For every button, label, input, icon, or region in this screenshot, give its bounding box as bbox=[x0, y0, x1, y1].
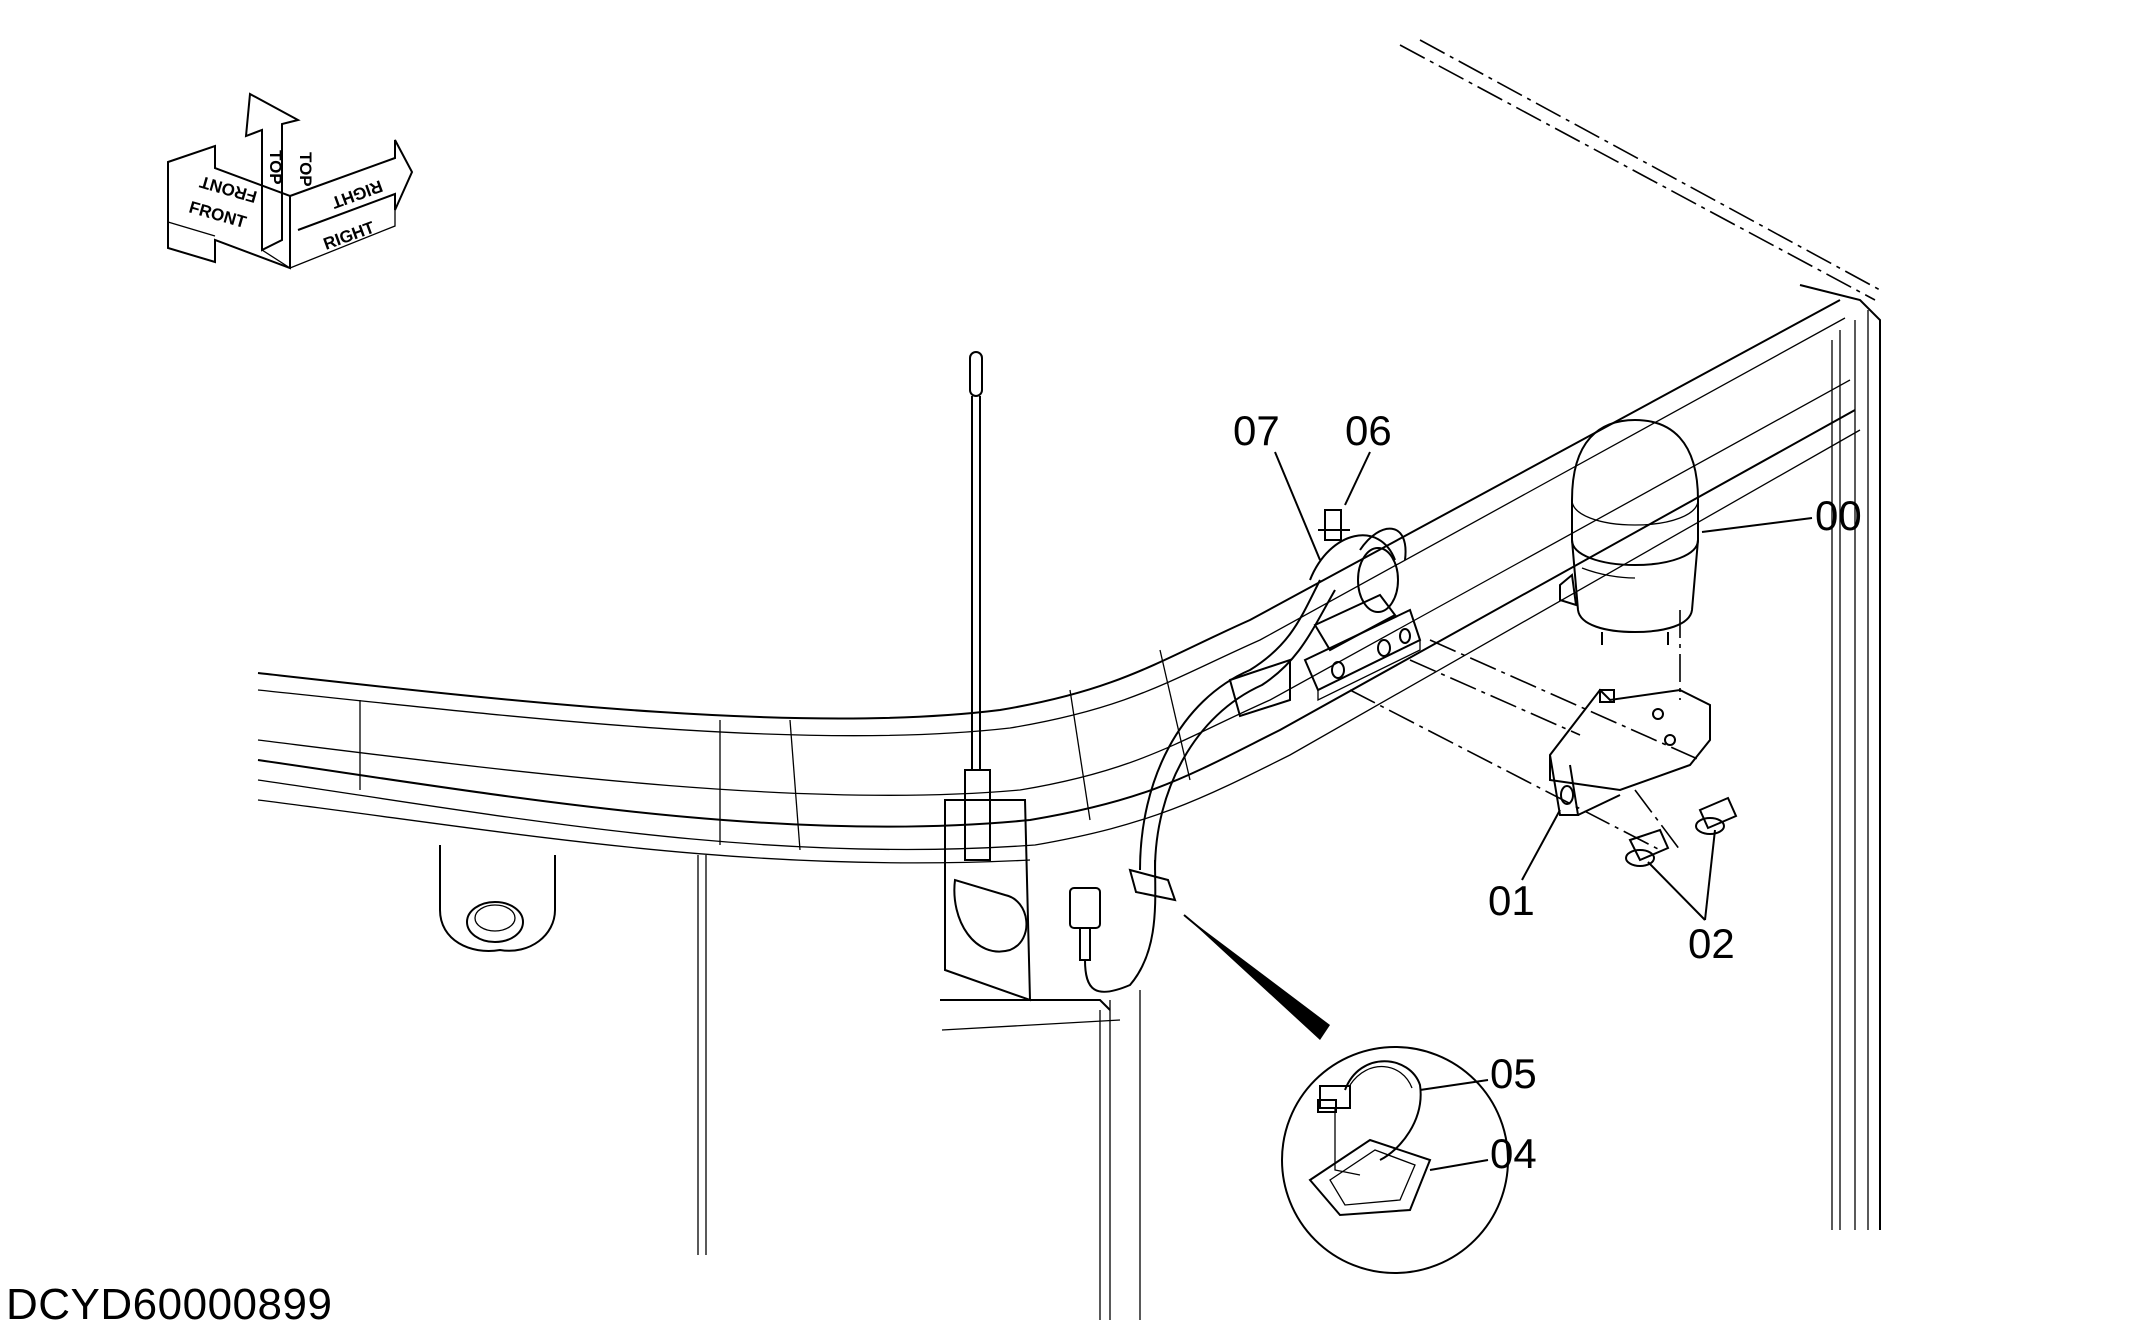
callout-leaders bbox=[1274, 451, 1813, 1171]
callout-00: 00 bbox=[1815, 492, 1862, 539]
document-id: DCYD60000899 bbox=[6, 1280, 333, 1329]
rail-clamps bbox=[1228, 527, 1407, 718]
callout-05: 05 bbox=[1490, 1050, 1537, 1097]
bracket-01 bbox=[1549, 688, 1711, 816]
top-label: TOP bbox=[266, 150, 285, 185]
callout-07: 07 bbox=[1233, 407, 1280, 454]
detail-view bbox=[1183, 914, 1509, 1274]
antenna bbox=[944, 351, 1032, 1002]
mounting-stay bbox=[1303, 608, 1422, 702]
callout-04: 04 bbox=[1490, 1130, 1537, 1177]
callout-06: 06 bbox=[1345, 407, 1392, 454]
bolts-02 bbox=[1625, 796, 1738, 867]
rail-bracket-left bbox=[439, 845, 556, 952]
right-label-mirrored: RIGHT bbox=[328, 176, 385, 212]
cab-posts bbox=[697, 855, 1141, 1320]
top-label-2: TOP bbox=[296, 152, 315, 187]
callout-02: 02 bbox=[1688, 920, 1735, 967]
callout-01: 01 bbox=[1488, 877, 1535, 924]
orientation-indicator: FRONT FRONT TOP TOP RIGHT RIGHT bbox=[167, 92, 414, 270]
roof-rail bbox=[257, 299, 1861, 864]
alignment-lines bbox=[1349, 610, 1701, 851]
cable-tie-06 bbox=[1318, 509, 1350, 541]
cab-frame bbox=[1399, 39, 1881, 1230]
right-label: RIGHT bbox=[321, 218, 378, 254]
rotating-beacon-00 bbox=[1559, 418, 1699, 645]
callout-labels: 00 01 02 04 05 06 07 bbox=[1233, 407, 1862, 1177]
